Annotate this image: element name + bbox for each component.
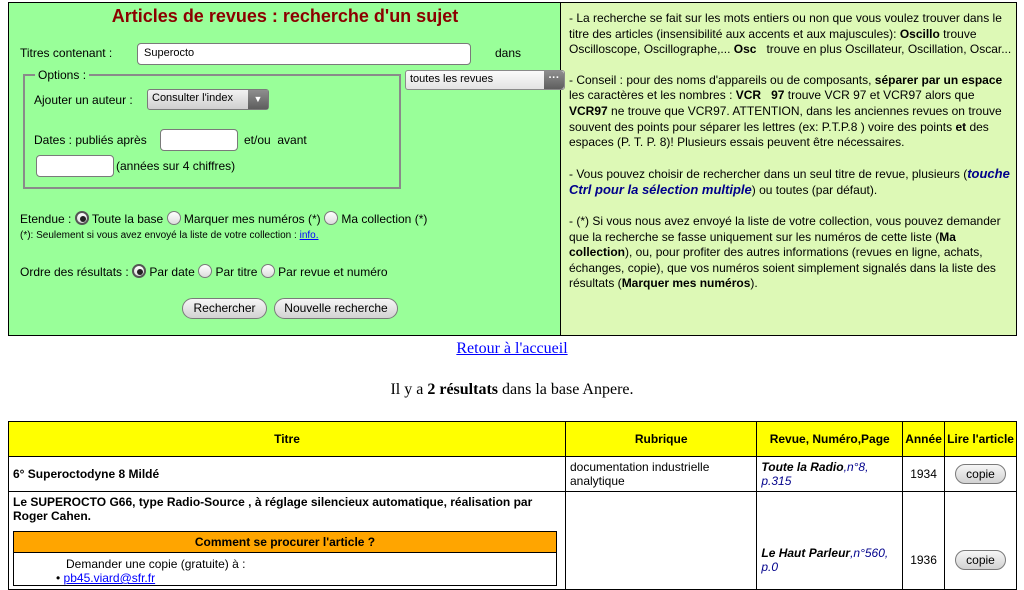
dates-note: (années sur 4 chiffres) bbox=[116, 159, 236, 173]
order-option-title-label: Par titre bbox=[215, 265, 258, 279]
row-rubrique: documentation industrielle analytique bbox=[564, 456, 758, 492]
row-revue-numero[interactable]: ,n°8, p.315 bbox=[761, 460, 869, 488]
email-link[interactable]: pb45.viard@sfr.fr bbox=[63, 571, 156, 585]
home-link-row: Retour à l'accueil bbox=[0, 340, 1024, 358]
more-icon: ··· bbox=[544, 71, 564, 89]
author-select[interactable]: Consulter l'index ▼ bbox=[147, 89, 269, 110]
row-lire: copie bbox=[944, 456, 1017, 492]
row-revue: Toute la Radio,n°8, p.315 bbox=[756, 456, 904, 492]
how-to-get-title: Comment se procurer l'article ? bbox=[14, 532, 556, 553]
row-annee: 1936 bbox=[902, 491, 946, 590]
extent-note-text: (*): Seulement si vous avez envoyé la li… bbox=[20, 230, 297, 241]
chevron-down-icon: ▼ bbox=[248, 90, 268, 109]
header-titre: Titre bbox=[8, 421, 566, 457]
order-radio-title[interactable] bbox=[198, 264, 213, 278]
dans-label: dans bbox=[495, 46, 522, 60]
dates-or-label: et/ou avant bbox=[244, 133, 307, 147]
revues-select[interactable]: toutes les revues ··· bbox=[405, 70, 565, 90]
extent-note: (*): Seulement si vous avez envoyé la li… bbox=[20, 230, 319, 241]
row-rubrique bbox=[564, 491, 758, 590]
extent-radio-all[interactable] bbox=[74, 211, 89, 225]
titles-label: Titres contenant : bbox=[20, 46, 113, 60]
new-search-button[interactable]: Nouvelle recherche bbox=[274, 298, 398, 319]
how-to-get-body: Demander une copie (gratuite) à : • pb45… bbox=[14, 553, 556, 585]
order-row: Ordre des résultats : Par date Par titre… bbox=[20, 264, 388, 279]
extent-option-mark-label: Marquer mes numéros (*) bbox=[183, 212, 321, 226]
row-revue-name[interactable]: Le Haut Parleur bbox=[761, 546, 851, 560]
result-count-suffix: dans la base Anpere. bbox=[498, 381, 634, 398]
author-label: Ajouter un auteur : bbox=[34, 93, 133, 107]
revues-select-value: toutes les revues bbox=[410, 73, 494, 85]
search-button[interactable]: Rechercher bbox=[182, 298, 267, 319]
extent-label: Etendue : bbox=[20, 212, 72, 226]
header-lire: Lire l'article bbox=[944, 421, 1017, 457]
order-option-revue-label: Par revue et numéro bbox=[278, 265, 388, 279]
table-row: 6° Superoctodyne 8 Mildé documentation i… bbox=[8, 456, 1017, 492]
order-label: Ordre des résultats : bbox=[20, 265, 129, 279]
header-revue: Revue, Numéro,Page bbox=[756, 421, 904, 457]
row-revue-name[interactable]: Toute la Radio bbox=[761, 460, 844, 474]
search-form: Articles de revues : recherche d'un suje… bbox=[9, 3, 565, 335]
row-revue-numero[interactable]: ,n°560, p.0 bbox=[761, 546, 889, 574]
table-row: Le SUPEROCTO G66, type Radio-Source , à … bbox=[8, 491, 1017, 590]
extent-radio-collection[interactable] bbox=[323, 211, 338, 225]
author-select-value: Consulter l'index bbox=[152, 92, 233, 104]
info-link[interactable]: info. bbox=[299, 230, 319, 241]
help-panel: - La recherche se fait sur les mots enti… bbox=[561, 3, 1016, 335]
order-option-date-label: Par date bbox=[149, 265, 195, 279]
home-link[interactable]: Retour à l'accueil bbox=[456, 340, 568, 357]
extent-option-collection-label: Ma collection (*) bbox=[341, 212, 428, 226]
search-panel: Articles de revues : recherche d'un suje… bbox=[8, 2, 1017, 336]
order-radio-revue[interactable] bbox=[260, 264, 275, 278]
options-legend: Options : bbox=[35, 68, 90, 82]
row-titre-text: Le SUPEROCTO G66, type Radio-Source , à … bbox=[13, 495, 533, 523]
row-titre: Le SUPEROCTO G66, type Radio-Source , à … bbox=[8, 491, 566, 590]
results-header-row: Titre Rubrique Revue, Numéro,Page Année … bbox=[8, 421, 1017, 457]
result-count: Il y a 2 résultats dans la base Anpere. bbox=[0, 381, 1024, 399]
help-paragraph-2: - Conseil : pour des noms d'appareils ou… bbox=[569, 72, 1003, 150]
help-paragraph-1: - La recherche se fait sur les mots enti… bbox=[569, 11, 1012, 57]
extent-radio-mark[interactable] bbox=[166, 211, 181, 225]
result-count-number: 2 résultats bbox=[427, 381, 498, 398]
how-to-get-email-row: • pb45.viard@sfr.fr bbox=[56, 571, 156, 585]
how-to-get-box: Comment se procurer l'article ? Demander… bbox=[13, 531, 557, 586]
how-to-get-line: Demander une copie (gratuite) à : bbox=[66, 557, 246, 571]
results-table: Titre Rubrique Revue, Numéro,Page Année … bbox=[8, 421, 1017, 590]
row-lire: copie bbox=[944, 491, 1017, 590]
extent-row: Etendue : Toute la base Marquer mes numé… bbox=[20, 211, 427, 226]
row-annee: 1934 bbox=[902, 456, 946, 492]
page-title: Articles de revues : recherche d'un suje… bbox=[111, 6, 459, 26]
help-paragraph-3: - Vous pouvez choisir de rechercher dans… bbox=[569, 165, 1010, 198]
order-radio-date[interactable] bbox=[132, 264, 147, 278]
dates-label: Dates : publiés après bbox=[34, 133, 147, 147]
help-paragraph-4: - (*) Si vous nous avez envoyé la liste … bbox=[569, 213, 1001, 291]
row-titre: 6° Superoctodyne 8 Mildé bbox=[8, 456, 566, 492]
extent-option-all-label: Toute la base bbox=[91, 212, 164, 226]
copie-button[interactable]: copie bbox=[955, 550, 1006, 570]
date-before-input[interactable] bbox=[36, 155, 114, 177]
result-count-prefix: Il y a bbox=[390, 381, 428, 398]
header-annee: Année bbox=[902, 421, 946, 457]
titles-input[interactable]: Superocto bbox=[137, 43, 471, 65]
header-rubrique: Rubrique bbox=[564, 421, 758, 457]
copie-button[interactable]: copie bbox=[955, 464, 1006, 484]
row-revue: Le Haut Parleur,n°560, p.0 bbox=[756, 491, 904, 590]
date-after-input[interactable] bbox=[160, 129, 238, 151]
options-fieldset bbox=[23, 74, 401, 189]
